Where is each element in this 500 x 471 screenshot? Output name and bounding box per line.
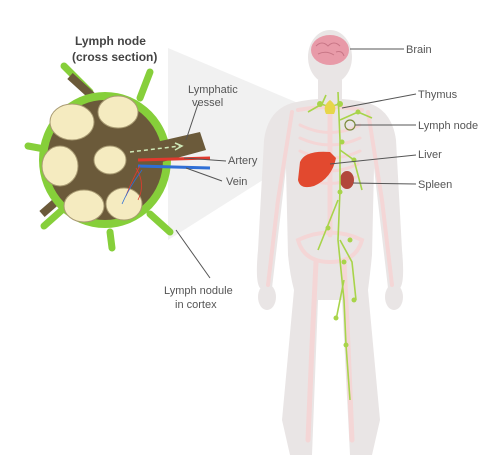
brain — [311, 35, 349, 65]
label-lymph-nodule-1: Lymph nodule — [164, 285, 233, 297]
human-body — [256, 30, 404, 455]
thymus — [324, 100, 336, 114]
label-lymphatic-vessel-2: vessel — [192, 97, 223, 109]
label-brain: Brain — [406, 44, 432, 56]
label-spleen: Spleen — [418, 179, 452, 191]
leader-lines — [175, 48, 417, 279]
lymph-node-dots — [317, 101, 361, 348]
title-line-1: Lymph node — [75, 34, 146, 48]
liver — [298, 151, 336, 188]
title-line-2: (cross section) — [72, 50, 157, 64]
spleen — [340, 171, 354, 189]
label-vein: Vein — [226, 176, 247, 188]
label-lymph-nodule-2: in cortex — [175, 299, 217, 311]
label-lymph-node: Lymph node — [418, 120, 478, 132]
lymph-node-cross-section — [24, 62, 211, 252]
label-thymus: Thymus — [418, 89, 458, 101]
label-artery: Artery — [228, 155, 258, 167]
magnification-cone — [168, 48, 350, 240]
label-lymphatic-vessel-1: Lymphatic — [188, 84, 238, 96]
label-liver: Liver — [418, 149, 442, 161]
